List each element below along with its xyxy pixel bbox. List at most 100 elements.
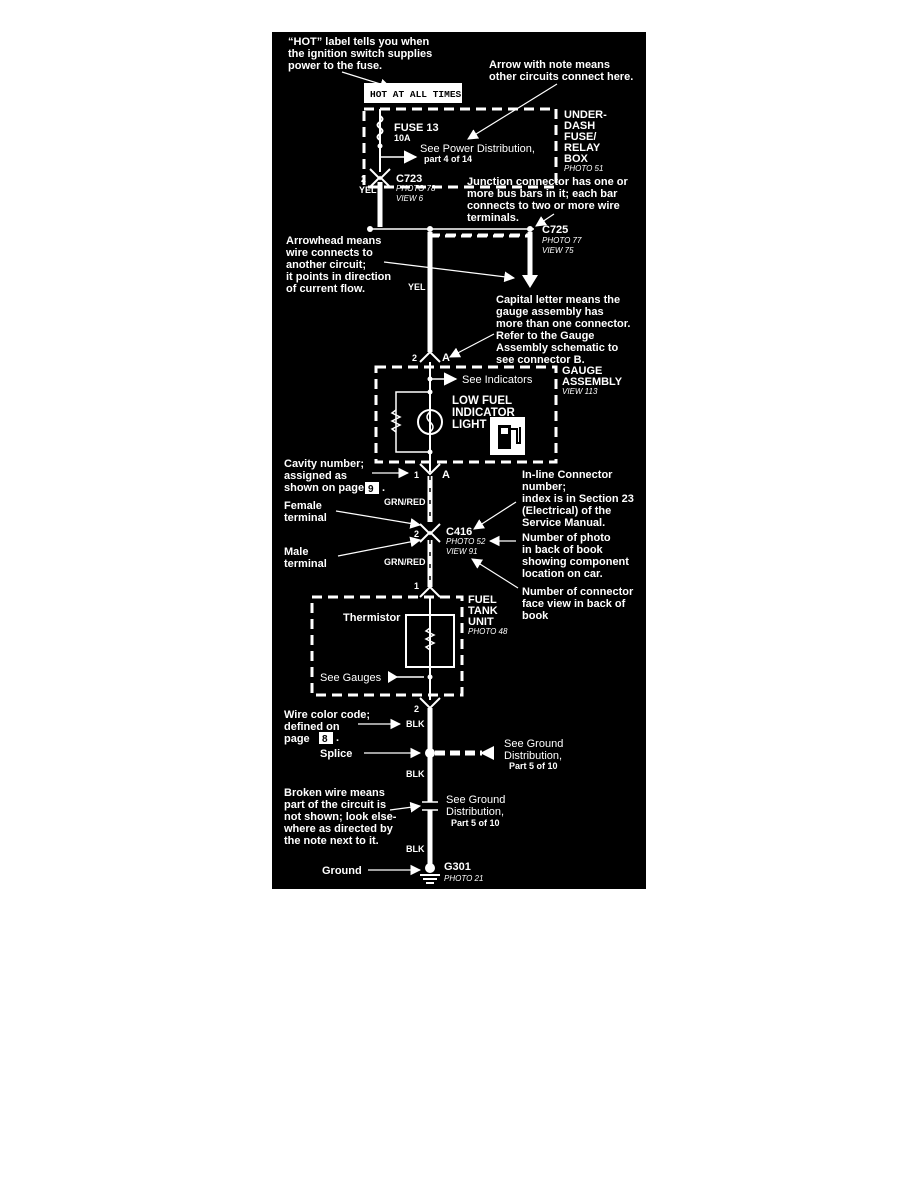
g301-name: G301	[444, 861, 471, 873]
blk-wire-1-label: BLK	[406, 719, 425, 729]
gauge-node-bottom	[427, 449, 433, 455]
ground-dist-2-part: Part 5 of 10	[451, 818, 500, 828]
see-gauges: See Gauges	[320, 672, 382, 684]
splice-label: Splice	[320, 748, 352, 760]
thermistor-box	[405, 614, 455, 668]
cavity-page-number: 9	[368, 484, 374, 495]
thermistor-label: Thermistor	[343, 612, 401, 624]
c416-female-terminal	[419, 523, 441, 536]
arrowhead-note: Arrowhead means wire connects to another…	[285, 235, 394, 295]
fuel-node	[427, 674, 433, 680]
c416-view: VIEW 91	[446, 547, 478, 556]
power-dist-part: part 4 of 14	[424, 154, 472, 164]
ground-node	[425, 863, 435, 873]
see-gauges-arrow-icon	[388, 671, 398, 683]
gauge-conn-bottom-terminal	[419, 463, 441, 476]
c725-name: C725	[542, 224, 568, 236]
fuse-node	[377, 143, 383, 149]
c723-view: VIEW 6	[396, 194, 424, 203]
female-terminal-pointer	[335, 510, 422, 529]
c723-photo: PHOTO 78	[396, 184, 436, 193]
arrowhead-note-pointer	[383, 261, 516, 283]
wire-color-note: Wire color code; defined on page	[284, 709, 373, 745]
c416-photo: PHOTO 52	[446, 537, 486, 546]
bulb-filament	[426, 411, 434, 433]
bus-node-mid	[427, 226, 433, 232]
c723-pin: 2	[361, 174, 366, 184]
wiring-schematic: “HOT” label tells you when the ignition …	[283, 36, 637, 884]
broken-wire-gap	[422, 802, 438, 810]
cavity-number-note: Cavity number; assigned as shown on page	[284, 458, 367, 494]
c416-male-terminal	[419, 530, 441, 543]
low-fuel-light-label: LOW FUEL INDICATOR LIGHT	[452, 395, 518, 431]
gauge-conn-top-terminal	[419, 350, 441, 363]
grnred-wire-2-label: GRN/RED	[384, 557, 426, 567]
ground-label: Ground	[322, 865, 362, 877]
broken-wire-note: Broken wire means part of the circuit is…	[283, 787, 400, 847]
gauge-view: VIEW 113	[562, 387, 598, 396]
ground-dist-1-part: Part 5 of 10	[509, 761, 558, 771]
blk-wire-2-label: BLK	[406, 769, 425, 779]
svg-text:.: .	[336, 732, 339, 744]
arrow-note: Arrow with note means other circuits con…	[489, 59, 633, 83]
hot-at-all-times-label: HOT AT ALL TIMES	[370, 89, 462, 100]
see-power-distribution: See Power Distribution,	[420, 143, 535, 155]
c723-terminal-top	[369, 168, 391, 181]
capital-letter-note: Capital letter means the gauge assembly …	[496, 294, 634, 366]
photo-number-note: Number of photo in back of book showing …	[522, 532, 632, 580]
resistor-icon	[390, 409, 402, 433]
c723-terminal-bottom	[369, 175, 391, 188]
gauge-assembly-outline	[374, 365, 558, 464]
gauge-conn-bottom-letter: A	[442, 469, 450, 481]
g301-photo: PHOTO 21	[444, 874, 483, 883]
grnred-wire-1-label: GRN/RED	[384, 497, 426, 507]
connector-face-pointer	[471, 558, 519, 589]
c725-outline	[428, 233, 532, 238]
fuse-relay-box-name: UNDER- DASH FUSE/ RELAY BOX	[564, 109, 610, 165]
hot-label-note: “HOT” label tells you when the ignition …	[288, 36, 435, 72]
indicator-bulb-icon	[417, 409, 443, 435]
splice-arrow-icon	[480, 746, 494, 760]
gauge-conn-bottom-pin: 1	[414, 470, 419, 480]
connector-face-note: Number of connector face view in back of…	[522, 586, 636, 622]
ground-dist-2: See Ground Distribution,	[446, 794, 508, 818]
fuse-relay-box-outline	[362, 107, 558, 189]
fuel-tank-photo: PHOTO 48	[468, 627, 508, 636]
c416-pin: 2	[414, 529, 419, 539]
gauge-resistor-loop	[395, 391, 430, 453]
fuse-box-photo: PHOTO 51	[564, 164, 603, 173]
male-terminal-pointer	[337, 536, 422, 557]
fuel-conn-bottom-pin: 2	[414, 704, 419, 714]
capital-letter-pointer	[449, 333, 495, 358]
gauge-assembly-name: GAUGE ASSEMBLY	[562, 365, 623, 388]
yel-wire-label: YEL	[408, 282, 426, 292]
fuel-tank-unit-name: FUEL TANK UNIT	[468, 594, 501, 628]
wire-color-page-number: 8	[322, 734, 328, 745]
fuel-conn-top-terminal	[419, 585, 441, 598]
fuse-13-icon	[376, 115, 384, 141]
cavity-page-box	[365, 482, 379, 494]
junction-connector-note: Junction connector has one or more bus b…	[467, 176, 631, 224]
c725-photo: PHOTO 77	[542, 236, 582, 245]
gauge-conn-top-pin: 2	[412, 353, 417, 363]
bus-node-right	[527, 226, 533, 232]
c723-wire-color: YEL	[359, 185, 377, 195]
c416-name: C416	[446, 526, 472, 538]
arrow-note-pointer	[467, 83, 558, 140]
fuse-amps-label: 10A	[394, 133, 411, 143]
inline-connector-note: In-line Connector number; index is in Se…	[522, 469, 637, 529]
splice-node	[425, 748, 435, 758]
junction-note-arrow	[535, 213, 555, 227]
ground-dist-1: See Ground Distribution,	[504, 738, 566, 762]
bus-node-left	[367, 226, 373, 232]
see-indicators: See Indicators	[462, 374, 533, 386]
fuel-conn-top-pin: 1	[414, 581, 419, 591]
hot-at-all-times-box	[364, 83, 462, 103]
female-terminal-note: Female terminal	[284, 500, 327, 524]
fuel-tank-unit-outline	[310, 595, 464, 697]
wire-color-page-box	[319, 732, 333, 744]
broken-wire-pointer	[389, 801, 422, 813]
arrowhead-icon	[522, 275, 538, 288]
c723-name: C723	[396, 173, 422, 185]
gauge-conn-top-letter: A	[442, 352, 450, 364]
